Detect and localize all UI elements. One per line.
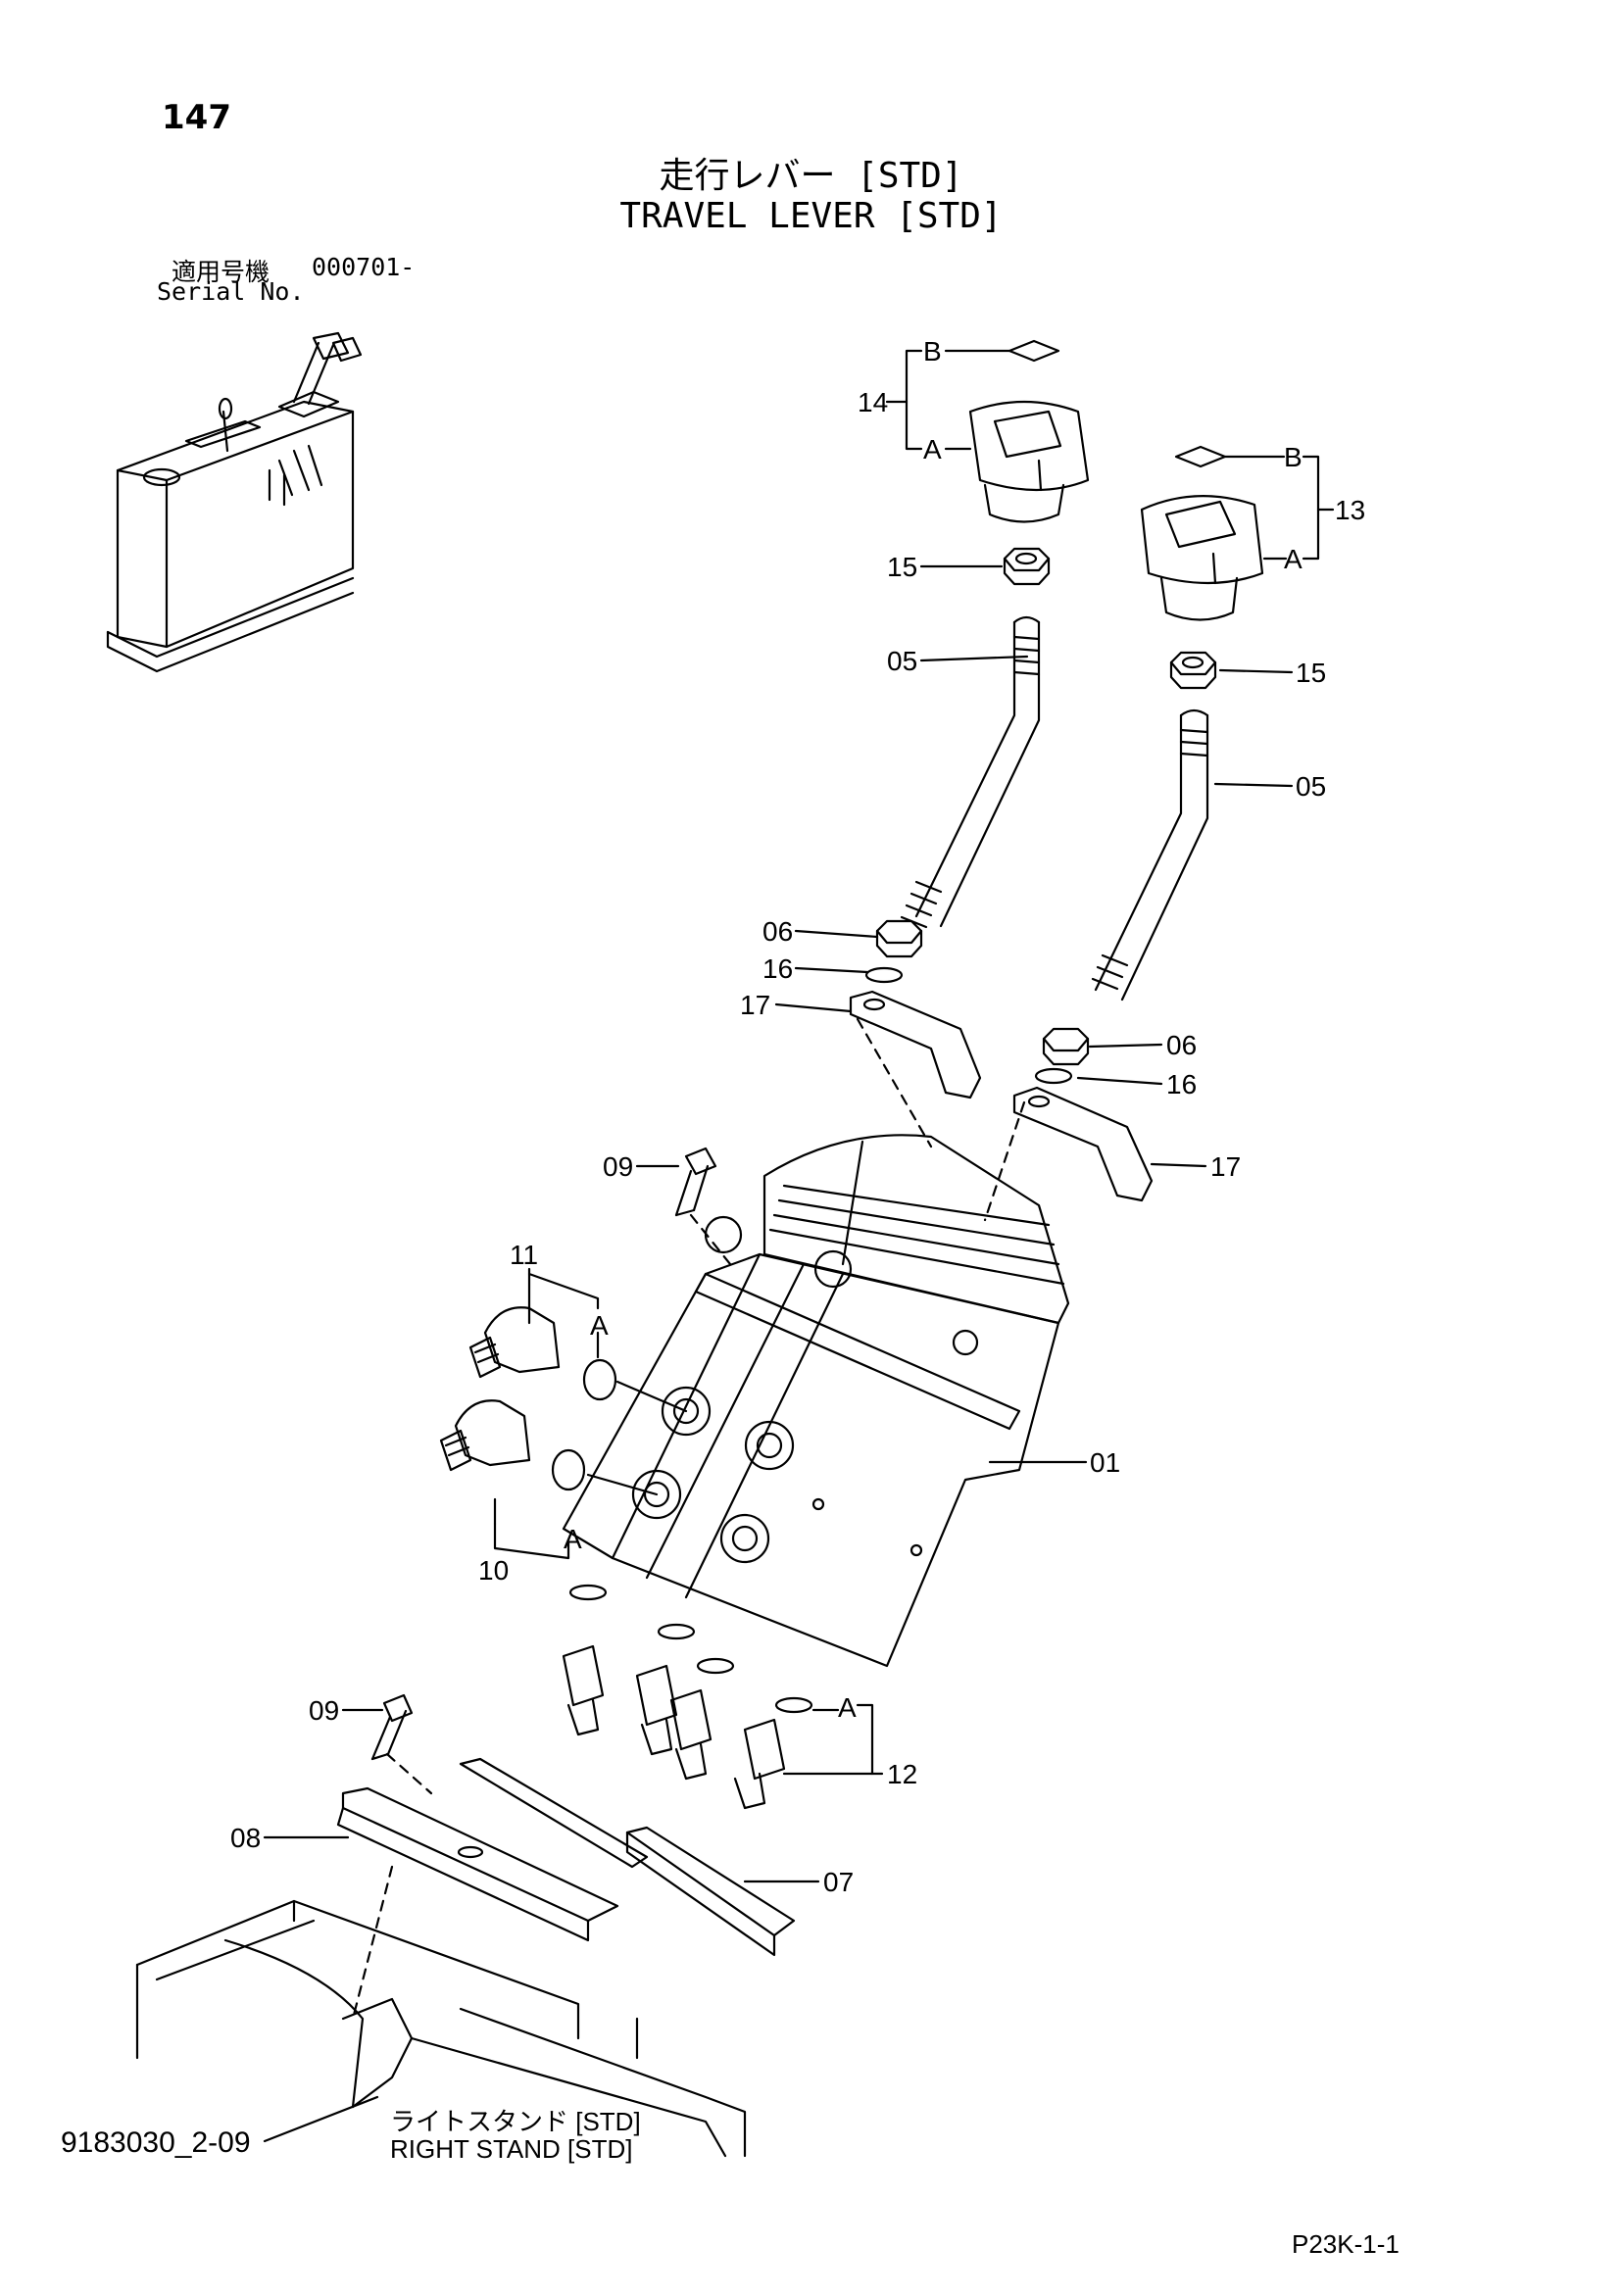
washer-16-left	[864, 966, 904, 984]
callout-14-b: B	[923, 336, 942, 366]
callout-15-left: 15	[887, 552, 917, 582]
callout-17-left: 17	[740, 990, 770, 1020]
callout-13-a: A	[1284, 544, 1303, 574]
bolt-09-top	[674, 1147, 717, 1217]
elbow-11	[468, 1306, 561, 1379]
o-ring-11	[582, 1358, 617, 1401]
callout-01: 01	[1090, 1447, 1120, 1478]
title-japanese: 走行レバー [STD]	[659, 156, 963, 196]
assembly-axis-lines	[351, 1017, 1026, 2021]
callout-09-top: 09	[603, 1151, 633, 1182]
nut-15-left	[1003, 547, 1051, 586]
grip-14	[968, 339, 1090, 523]
plate-17-right	[1012, 1086, 1154, 1202]
callout-05-left: 05	[887, 646, 917, 676]
callout-05-right: 05	[1296, 771, 1326, 802]
callout-11-a: A	[590, 1310, 609, 1341]
serial-label-english: Serial No.	[157, 277, 305, 306]
serial-label-japanese: 適用号機	[172, 258, 270, 286]
page-number: 147	[162, 98, 231, 137]
valve-body-01	[562, 1134, 1070, 1668]
washer-16-right	[1034, 1067, 1073, 1085]
plate-08	[336, 1786, 619, 1942]
overview-thumbnail	[106, 331, 363, 673]
plate-07	[459, 1757, 796, 1957]
callout-12: 12	[887, 1759, 917, 1789]
stand-label-english: RIGHT STAND [STD]	[390, 2134, 633, 2164]
elbow-10	[439, 1399, 531, 1472]
right-stand	[135, 1899, 747, 2158]
callout-06-left: 06	[762, 916, 793, 947]
callout-07: 07	[823, 1867, 854, 1897]
callout-15-right: 15	[1296, 658, 1326, 688]
nut-06-right	[1042, 1027, 1090, 1066]
plate-17-left	[849, 990, 982, 1099]
callout-08: 08	[230, 1823, 261, 1853]
callout-14-a: A	[923, 434, 942, 464]
callout-06-right: 06	[1166, 1030, 1197, 1060]
callout-17-right: 17	[1210, 1151, 1241, 1182]
serial-value: 000701-	[312, 253, 416, 281]
nut-15-right	[1169, 651, 1217, 690]
callout-11: 11	[510, 1240, 538, 1270]
callout-09-bottom: 09	[309, 1695, 339, 1726]
leader-lines	[263, 349, 1335, 2143]
callout-16-right: 16	[1166, 1069, 1197, 1099]
callout-10: 10	[478, 1555, 509, 1586]
drawing-code: 9183030_2-09	[61, 2126, 251, 2159]
lever-05-left	[900, 615, 1041, 929]
lever-05-right	[1091, 708, 1209, 1001]
callout-14: 14	[858, 387, 888, 417]
fittings-12	[562, 1584, 813, 1810]
callout-16-left: 16	[762, 953, 793, 984]
o-ring-10	[551, 1448, 586, 1491]
title-english: TRAVEL LEVER [STD]	[619, 196, 1003, 236]
grip-13	[1140, 445, 1264, 621]
stand-label-japanese: ライトスタンド [STD]	[390, 2107, 641, 2136]
callout-10-a: A	[564, 1524, 582, 1554]
page-reference: P23K-1-1	[1292, 2229, 1400, 2259]
callout-labels: 14 B A 13 B A 15 15 05 05 06 06 16 16 17…	[230, 336, 1365, 1897]
callout-13: 13	[1335, 495, 1365, 525]
nut-06-left	[875, 919, 923, 958]
bolt-09-bottom	[370, 1693, 414, 1761]
callout-12-a: A	[838, 1692, 857, 1723]
callout-13-b: B	[1284, 442, 1303, 472]
